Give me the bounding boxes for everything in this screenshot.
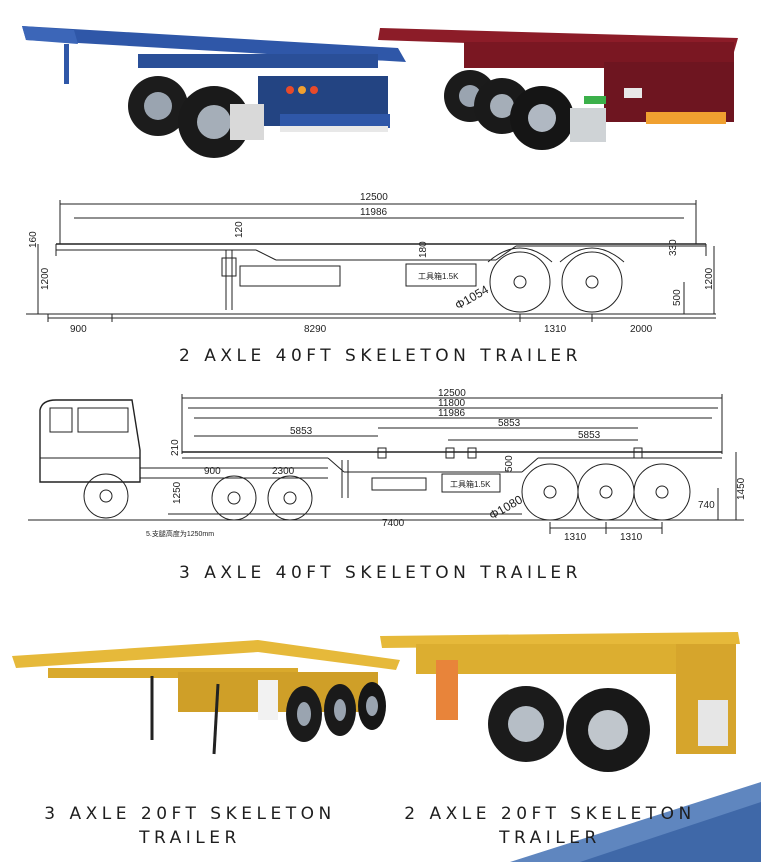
drawing-2-axle-40ft: 12500 11986 160 1200 120 180 330 1200 50…: [26, 186, 726, 338]
dim-mid-height: 180: [418, 241, 429, 258]
photo-yellow-2-axle-20ft: [376, 630, 742, 776]
dim-length-11986: 11986: [438, 408, 466, 419]
corner-accent-shape: [430, 782, 761, 862]
caption-2-axle-20ft: 2 AXLE 20FT SKELETON TRAILER: [390, 802, 710, 850]
dim-7400: 7400: [382, 518, 405, 529]
dim-axle-2: 1310: [620, 532, 643, 543]
dim-front-height-small: 160: [28, 231, 39, 248]
dim-inner-length: 11986: [360, 207, 388, 218]
dim-kingpin-height: 120: [234, 221, 245, 238]
leg-note: 5.支腿高度为1250mm: [146, 529, 214, 538]
caption-2-axle-40ft: 2 AXLE 40FT SKELETON TRAILER: [179, 346, 582, 366]
dim-front-offset: 900: [70, 324, 87, 335]
dim-rear-height: 330: [668, 239, 679, 256]
dim-wheel-height: 500: [672, 289, 683, 306]
dim-740: 740: [698, 500, 715, 511]
photo-yellow-3-axle-20ft: [8, 634, 402, 764]
dim-rear-overhang: 2000: [630, 324, 653, 335]
dim-overall-length: 12500: [360, 192, 388, 203]
dim-front-vertical: 210: [170, 439, 181, 456]
dim-rear-total-height: 1200: [704, 267, 715, 290]
dim-axle-1: 1310: [564, 532, 587, 543]
caption-3-axle-20ft-line1: 3 AXLE 20FT SKELETON: [44, 804, 336, 824]
dim-axle-gap: 1310: [544, 324, 567, 335]
dim-segment-3: 5853: [578, 430, 601, 441]
dim-tire-diameter: Φ1054: [453, 282, 492, 312]
photo-red-3-axle-40ft: [374, 22, 752, 162]
dim-overall-length: 12500: [438, 388, 466, 399]
dim-500: 500: [504, 455, 515, 472]
dim-segment-1: 5853: [290, 426, 313, 437]
dim-leg-height: 1250: [172, 481, 183, 504]
dim-span: 8290: [304, 324, 327, 335]
dim-segment-2: 5853: [498, 418, 521, 429]
dim-2300: 2300: [272, 466, 295, 477]
dim-front-height: 1200: [40, 267, 51, 290]
photo-blue-2-axle-40ft: [18, 14, 410, 164]
toolbox-label: 工具箱1.5K: [418, 271, 459, 281]
caption-2-axle-20ft-line1: 2 AXLE 20FT SKELETON: [404, 804, 696, 824]
caption-3-axle-20ft-line2: TRAILER: [139, 828, 241, 848]
caption-3-axle-40ft: 3 AXLE 40FT SKELETON TRAILER: [179, 563, 582, 583]
caption-2-axle-20ft-line2: TRAILER: [499, 828, 601, 848]
toolbox-label: 工具箱1.5K: [450, 479, 491, 489]
dim-length-11800: 11800: [438, 398, 466, 409]
dim-tire-diameter: Φ1080: [487, 492, 526, 522]
dim-rear-total-height: 1450: [736, 477, 744, 500]
dim-900: 900: [204, 466, 221, 477]
drawing-3-axle-40ft: 12500 11800 11986 5853 5853 5853 210 125…: [28, 388, 744, 546]
caption-3-axle-20ft: 3 AXLE 20FT SKELETON TRAILER: [30, 802, 350, 850]
